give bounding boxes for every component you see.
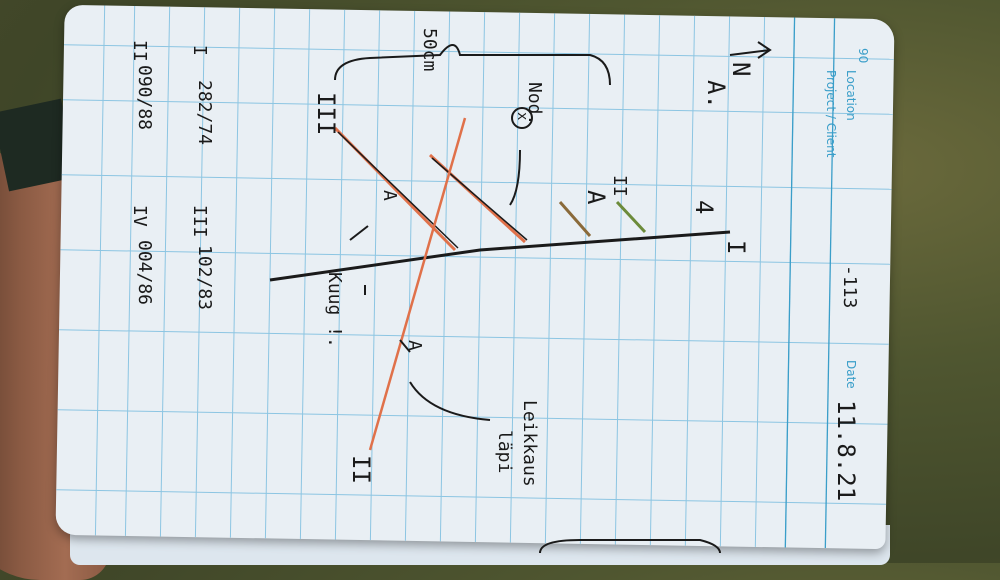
north-arrow: [729, 41, 772, 59]
measure-1-value: 282/74: [194, 80, 215, 146]
north-label: N: [727, 62, 755, 77]
brace-50cm: [334, 44, 611, 86]
location-label: Location: [844, 70, 858, 121]
leikkaus-label: Leikkaus: [519, 400, 540, 487]
measure-4-value: 004/86: [134, 240, 155, 306]
arrow-leikkaus: [409, 381, 491, 421]
a-symbol-left: A: [379, 190, 400, 201]
short-line-1: [558, 201, 592, 237]
project-label: Project / Client: [824, 70, 838, 158]
arrow-nod: [509, 149, 521, 206]
roman-1: I: [722, 240, 750, 255]
measure-3-value: 102/83: [194, 245, 215, 311]
nod-circle: [511, 107, 533, 129]
grid-lines: [56, 5, 894, 549]
distance-label: 50cm: [419, 28, 440, 72]
tick-marks: [349, 225, 411, 353]
lapi-label: läpi: [494, 430, 515, 474]
page-ref: -113: [839, 265, 860, 309]
page-number: 90: [856, 48, 870, 64]
roman-2-lower: II: [347, 455, 375, 484]
fault-line-main: [269, 230, 731, 282]
roman-4-mid: 4: [690, 200, 718, 215]
sketch-drawing: [269, 41, 772, 554]
a-symbol-lower: A: [404, 340, 425, 351]
notebook-page: [55, 4, 895, 550]
a-symbol-upper: A: [582, 190, 610, 205]
roman-3-outer: III: [312, 92, 340, 136]
roman-2-upper: II: [609, 175, 630, 197]
short-line-2: [615, 200, 647, 234]
measure-4-label: IV: [129, 205, 150, 227]
measure-1-label: I: [189, 45, 210, 56]
date-value: 11.8.21: [832, 400, 860, 502]
measure-2-label: II: [129, 40, 150, 62]
kuug-label: Kuug !.: [324, 272, 345, 348]
brace-next-page: [539, 539, 721, 554]
date-label: Date: [844, 360, 858, 389]
ink-line-1: [337, 131, 459, 249]
nod-symbol: x: [514, 112, 530, 121]
measure-2-value: 090/88: [134, 65, 155, 131]
ink-line-2: [431, 157, 528, 241]
orange-line-long: [368, 117, 467, 451]
point-a-label: A.: [702, 80, 730, 109]
measure-3-label: III: [189, 205, 210, 238]
